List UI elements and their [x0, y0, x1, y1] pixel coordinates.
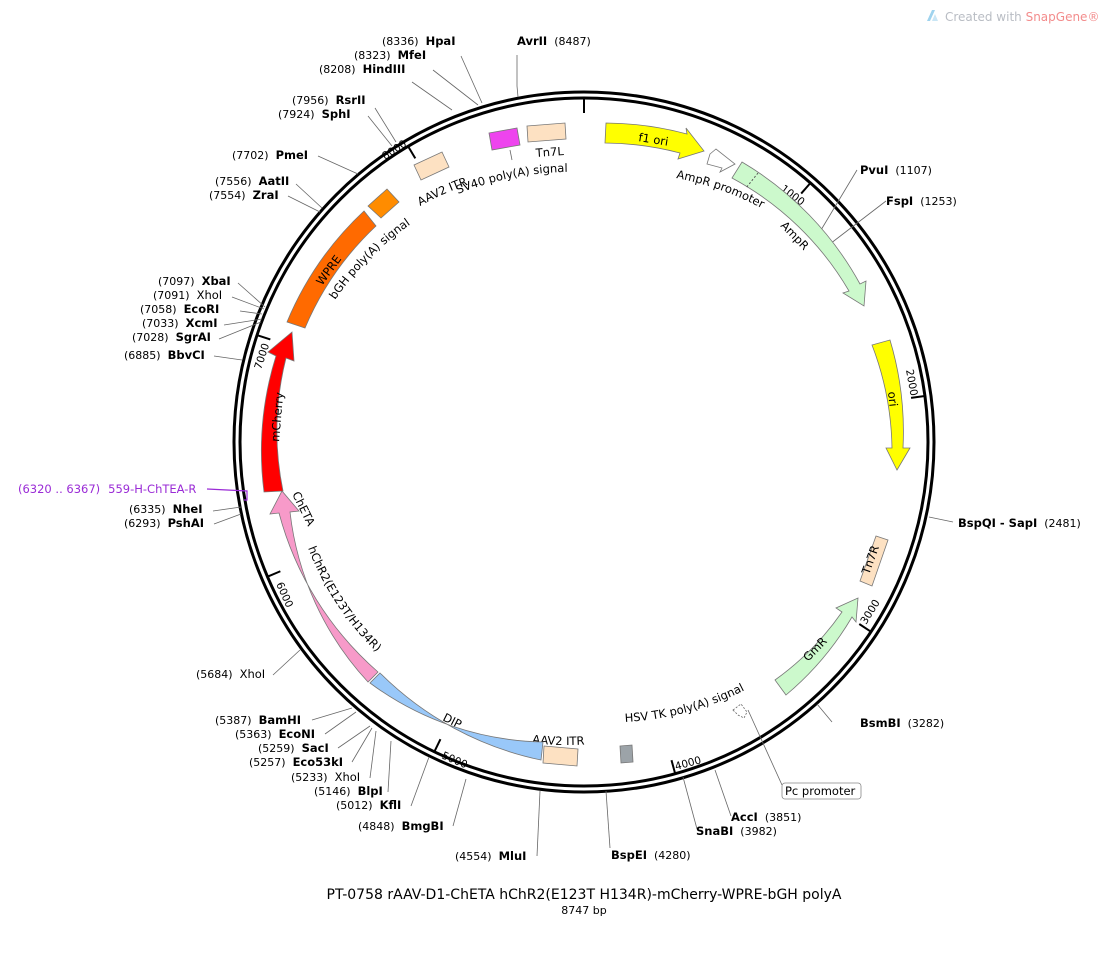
site-saci: (5259)SacI — [258, 741, 329, 755]
label-hchr2: hChR2(E123T/H134R) — [305, 544, 384, 654]
map-title: PT-0758 rAAV-D1-ChETA hChR2(E123T H134R)… — [327, 887, 842, 903]
feature-dip: DIP — [369, 672, 544, 761]
tick-mark-5000 — [433, 738, 442, 752]
site-bspqi-sapi: BspQI - SapI(2481) — [958, 516, 1081, 530]
tick-label-2000: 2000 — [903, 368, 919, 396]
feature-tn7r: Tn7R — [858, 535, 889, 587]
tick-label-8000: 8000 — [380, 138, 409, 163]
site-fspi: FspI(1253) — [886, 194, 957, 208]
feature-ampr: AmpR — [731, 161, 867, 307]
tick-mark-4000 — [670, 759, 676, 773]
backbone-inner — [238, 96, 930, 788]
site-bbvci: (6885)BbvCI — [124, 348, 205, 362]
site-xbai: (7097)XbaI — [158, 274, 231, 288]
site-bmgbi: (4848)BmgBI — [358, 819, 444, 833]
primer-559-h-chtea-r: (6320 .. 6367) 559-H-ChTEA-R — [18, 482, 248, 501]
tick-group — [257, 146, 925, 773]
site-pmei: (7702)PmeI — [232, 148, 308, 162]
site-xhoi-7091: (7091)XhoI — [153, 288, 222, 302]
restriction-sites: (8336)HpaI (8323)MfeI (8208)HindIII AvrI… — [124, 34, 1081, 863]
tick-mark-6000 — [268, 570, 281, 578]
site-bsmbi: BsmBI(3282) — [860, 716, 944, 730]
site-xhoi-5684: (5684)XhoI — [196, 667, 265, 681]
site-xcmi: (7033)XcmI — [142, 316, 218, 330]
feature-pc-promoter: Pc promoter — [732, 703, 862, 800]
label-hsv-tk: HSV TK poly(A) signal — [624, 680, 746, 725]
primer-name: 559-H-ChTEA-R — [108, 482, 196, 496]
site-aatii: (7556)AatII — [215, 174, 289, 188]
label-dip: DIP — [441, 710, 465, 731]
site-xhoi-5233: (5233)XhoI — [291, 770, 360, 784]
site-bspei: BspEI(4280) — [611, 848, 691, 862]
feature-f1-ori: f1 ori — [604, 122, 705, 160]
brand-prefix: Created with — [945, 10, 1026, 24]
site-hindiii: (8208)HindIII — [319, 62, 405, 76]
site-snabi: SnaBI(3982) — [696, 824, 777, 838]
site-acci: AccI(3851) — [731, 810, 801, 824]
feature-aav2-itr-right: AAV2 ITR — [532, 732, 585, 767]
site-sgrai: (7028)SgrAI — [132, 330, 211, 344]
site-kfli: (5012)KflI — [336, 798, 401, 812]
site-econi: (5363)EcoNI — [235, 727, 315, 741]
feature-gmr: GmR — [774, 597, 859, 696]
label-aav2-itr-right: AAV2 ITR — [532, 732, 585, 748]
site-eco53ki: (5257)Eco53kI — [249, 755, 343, 769]
label-sv40: SV40 poly(A) signal — [454, 161, 568, 197]
site-avrii: AvrII(8487) — [517, 34, 591, 48]
tick-label-3000: 3000 — [858, 598, 882, 627]
tick-mark-2000 — [910, 395, 925, 399]
label-tn7l: Tn7L — [534, 144, 565, 160]
site-ecori: (7058)EcoRI — [140, 302, 219, 316]
feature-hsv-tk: HSV TK poly(A) signal — [619, 680, 746, 764]
map-subtitle: 8747 bp — [561, 904, 606, 917]
label-ori: ori — [885, 391, 900, 407]
label-mcherry: mCherry — [268, 391, 286, 442]
site-rsrii: (7956)RsrII — [292, 93, 366, 107]
site-hpai: (8336)HpaI — [382, 34, 455, 48]
site-pvui: PvuI(1107) — [860, 163, 932, 177]
site-bamhi: (5387)BamHI — [215, 713, 301, 727]
brand-name: SnapGene® — [1026, 10, 1100, 24]
site-zrai: (7554)ZraI — [209, 188, 279, 202]
svg-text:Created with SnapGene®: Created with SnapGene® — [945, 10, 1099, 24]
site-nhei: (6335)NheI — [129, 502, 202, 516]
site-pshai: (6293)PshAI — [124, 516, 204, 530]
feature-aav2-itr-left: AAV2 ITR — [413, 151, 469, 209]
svg-text:(6320 .. 6367)559-H-ChTEA-R: (6320 .. 6367) 559-H-ChTEA-R — [18, 482, 196, 496]
feature-mcherry: mCherry — [261, 331, 295, 493]
tick-label-7000: 7000 — [252, 342, 272, 371]
label-f1-ori: f1 ori — [638, 130, 670, 149]
feature-ori: ori — [871, 339, 911, 471]
site-mlui: (4554)MluI — [455, 849, 526, 863]
tick-mark-8000 — [407, 146, 417, 159]
snapgene-brand: Created with SnapGene® — [927, 10, 1099, 24]
site-blpi: (5146)BlpI — [314, 784, 383, 798]
snapgene-logo-icon — [927, 10, 938, 21]
tick-mark-1000 — [800, 183, 811, 195]
backbone-outer — [232, 90, 936, 794]
site-mfei: (8323)MfeI — [354, 48, 426, 62]
primer-range: (6320 .. 6367) — [18, 482, 100, 496]
label-pc-promoter: Pc promoter — [785, 784, 856, 798]
site-sphi: (7924)SphI — [278, 107, 351, 121]
tick-mark-3000 — [858, 623, 871, 633]
tick-mark-7000 — [257, 334, 271, 341]
site-lines — [212, 55, 954, 857]
feature-tn7l: Tn7L — [526, 122, 567, 160]
